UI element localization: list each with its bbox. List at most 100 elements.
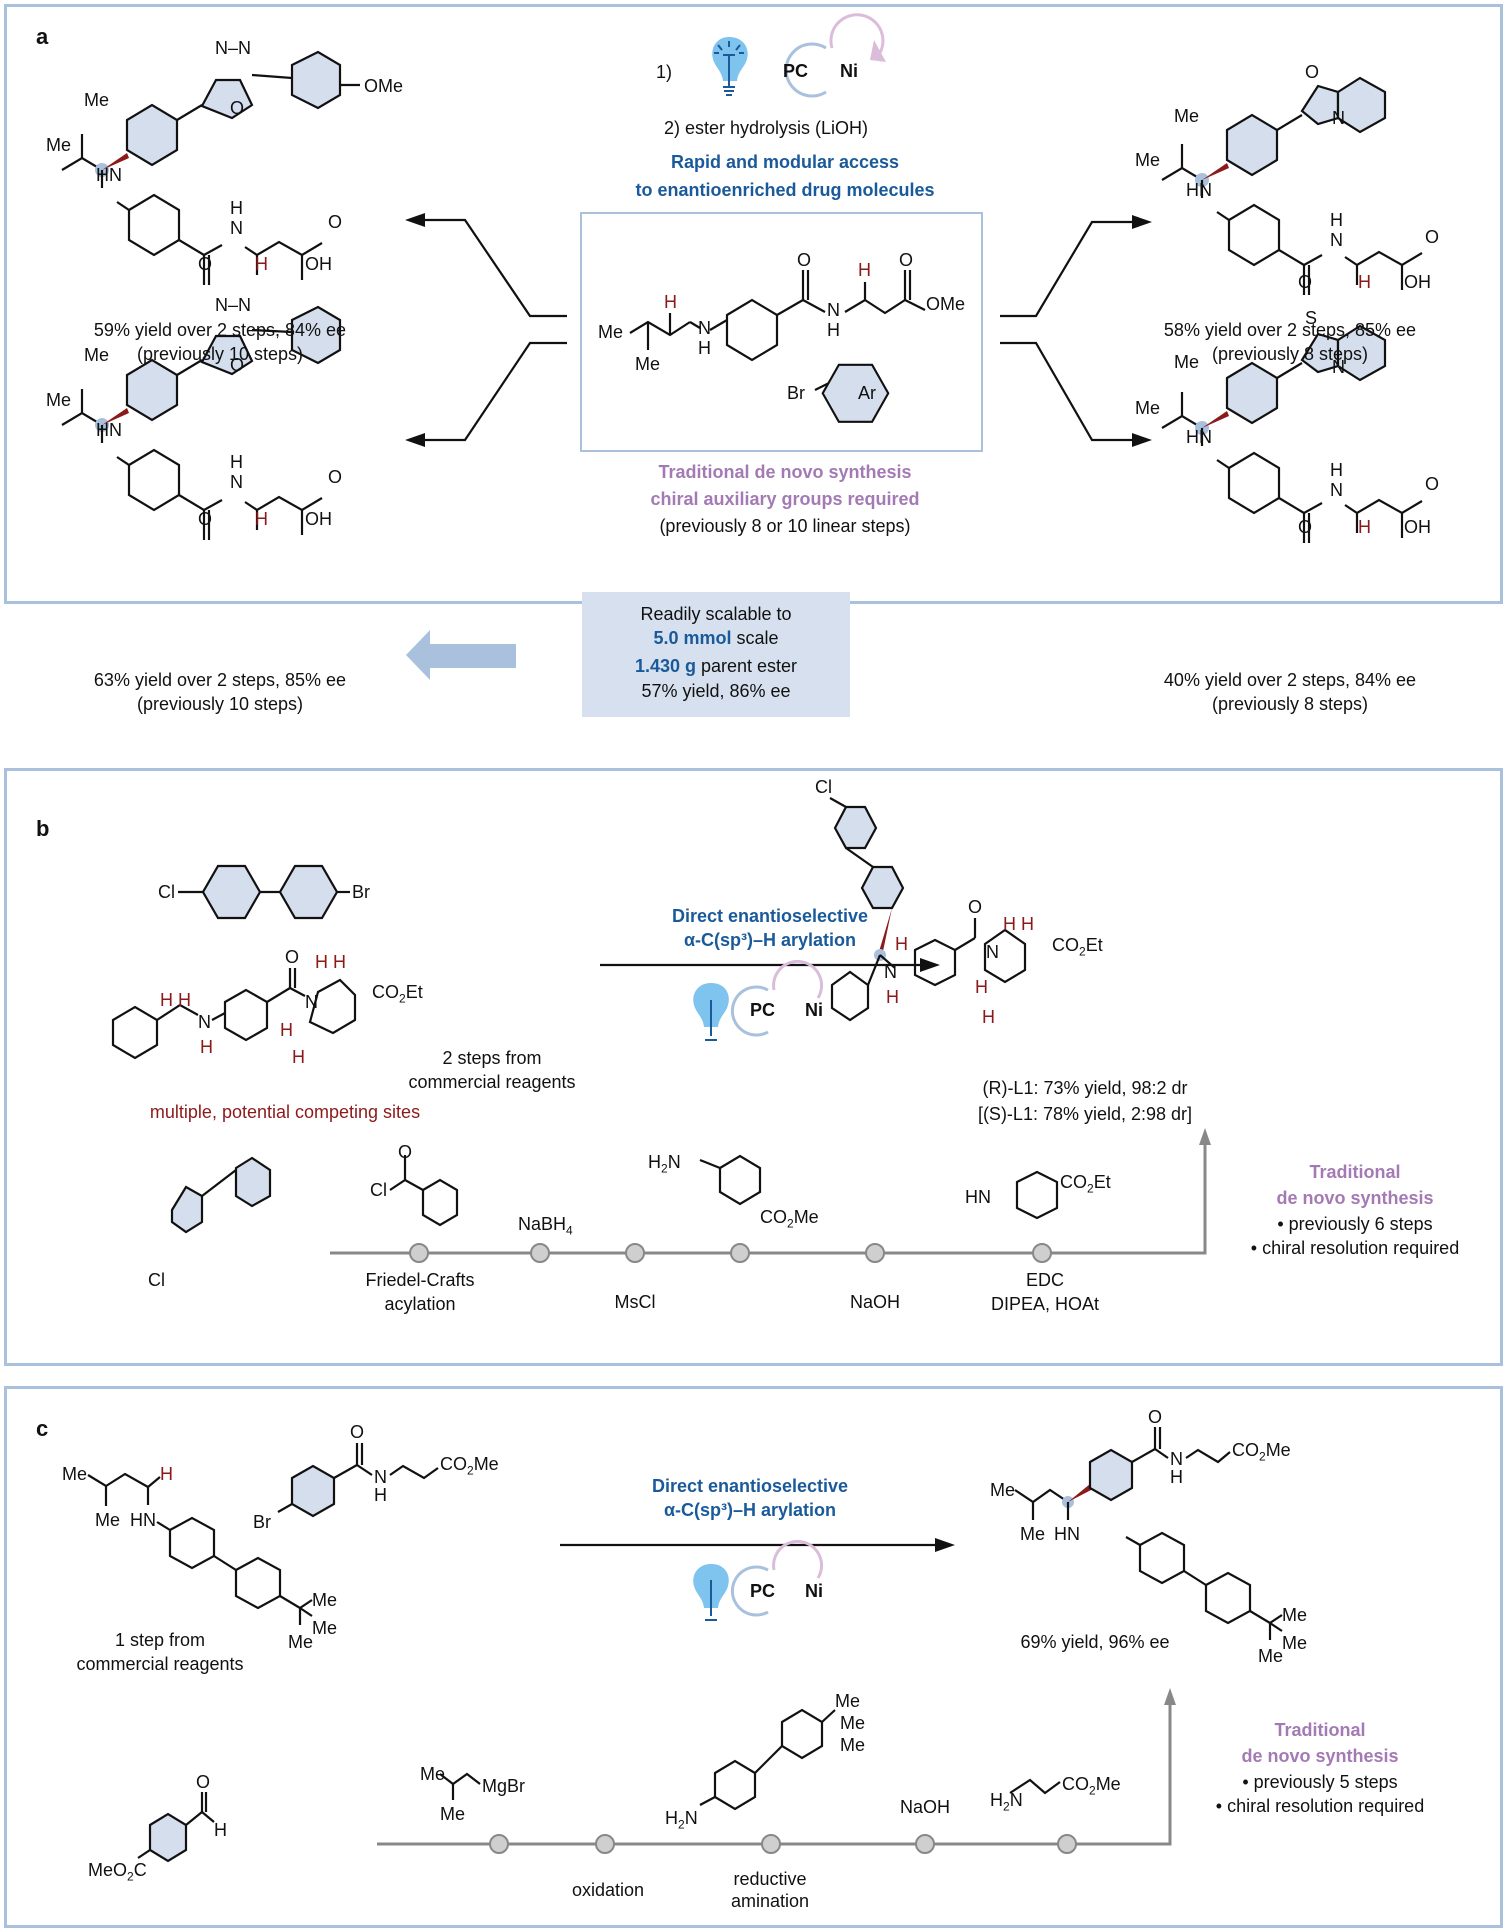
panel-b (4, 768, 1503, 1366)
p4-oh: OH (1404, 517, 1431, 537)
substrate-h-alpha: H (664, 292, 677, 312)
panel-b-label: b (36, 816, 50, 841)
b-o: O (285, 947, 300, 967)
p2-o2: O (198, 509, 213, 529)
substrate-o-2: O (899, 250, 914, 270)
product-2-yield: 63% yield over 2 steps, 85% ee (93, 670, 347, 690)
b-h-4: H (280, 1020, 293, 1040)
b-result-2: [(S)-L1: 78% yield, 2:98 dr] (977, 1104, 1193, 1124)
p3-oh: OH (1404, 272, 1431, 292)
p1-o: O (230, 98, 245, 118)
p3-me: Me (1174, 106, 1200, 126)
aryl-bromide-br: Br (787, 383, 805, 403)
bp-h2: H (886, 987, 899, 1007)
bp-h: H (895, 934, 908, 954)
traditional-line-2: chiral auxiliary groups required (650, 489, 920, 509)
bp-cl: Cl (815, 777, 832, 797)
p4-me2: Me (1135, 398, 1161, 418)
b-arrow-label-2: α-C(sp³)–H arylation (683, 930, 857, 950)
bp-hh: H H (1003, 914, 1034, 934)
p3-o: O (1305, 62, 1320, 82)
pc-label: PC (783, 61, 809, 81)
p3-o3: O (1425, 227, 1440, 247)
b-trad-bullet-2: • chiral resolution required (1250, 1238, 1460, 1258)
scale-mmol-rest: scale (731, 628, 779, 648)
c-trad-1: Traditional (1274, 1720, 1366, 1740)
b-n: N (305, 992, 318, 1012)
b-hn-pip: HN (965, 1187, 991, 1207)
c-co2me-2: CO2Me (1062, 1774, 1121, 1798)
substrate-box (580, 212, 983, 452)
b-hh-3: H H (315, 952, 346, 972)
c-me-4: Me (312, 1618, 338, 1638)
c-tbu-me: Me Me Me (835, 1691, 866, 1755)
cp-hn: HN (1054, 1524, 1080, 1544)
p1-oh: OH (305, 254, 332, 274)
p4-o2: O (1298, 517, 1313, 537)
scale-line-2: 5.0 mmol scale (582, 626, 850, 650)
c-grignard-me: Me (420, 1764, 446, 1784)
b-step-mscl: MsCl (614, 1292, 656, 1312)
c-trad-2: de novo synthesis (1241, 1746, 1399, 1766)
b-h-5: H (292, 1047, 305, 1067)
b-hh-1: H H (160, 990, 191, 1010)
b-cl-3: Cl (370, 1180, 387, 1200)
scale-grams: 1.430 g (634, 656, 696, 676)
c-mgbr: MgBr (482, 1776, 526, 1796)
p4-me: Me (1174, 352, 1200, 372)
ni-label: Ni (840, 61, 858, 81)
c-step-oxidation: oxidation (571, 1880, 645, 1900)
p3-n: N (1332, 108, 1345, 128)
b-note-2: commercial reagents (408, 1072, 576, 1092)
scale-line-3: 1.430 g parent ester (582, 654, 850, 678)
b-h2n: H2N (648, 1152, 681, 1176)
p3-h: H (1358, 272, 1371, 292)
substrate-me-2: Me (635, 354, 661, 374)
scale-arrow-icon (406, 630, 516, 680)
c-me-3: Me (312, 1590, 338, 1610)
c-ald-o: O (196, 1772, 211, 1792)
headline-line-1: Rapid and modular access (670, 152, 900, 172)
headline-line-2: to enantioenriched drug molecules (635, 180, 935, 200)
scale-line-1: Readily scalable to (640, 604, 792, 624)
p3-me2: Me (1135, 150, 1161, 170)
b-trad-bullet-1: • previously 6 steps (1277, 1214, 1433, 1234)
b-br: Br (352, 882, 370, 902)
cp-me-3: Me (1282, 1605, 1308, 1625)
p2-me2: Me (46, 390, 72, 410)
scale-box (582, 592, 850, 717)
c-hn: HN (130, 1510, 156, 1530)
b-step-naoh: NaOH (849, 1292, 900, 1312)
p2-atoms: N–N (215, 295, 252, 315)
b-nh: N (198, 1012, 211, 1032)
step2-label: 2) ester hydrolysis (LiOH) (664, 118, 869, 138)
b-cl-4: Cl (148, 1270, 165, 1290)
c-note-2: commercial reagents (76, 1654, 244, 1674)
c-me-2: Me (95, 1510, 121, 1530)
cp-o: O (1148, 1407, 1163, 1427)
c-arrow-label-1: Direct enantioselective (651, 1476, 849, 1496)
p1-atoms: N–N (215, 38, 252, 58)
b-nabh4: NaBH4 (518, 1214, 573, 1238)
c-h2n: H2N (665, 1808, 698, 1832)
bp-co2et: CO2Et (1052, 935, 1103, 959)
panel-c (4, 1386, 1503, 1928)
substrate-h-beta: H (858, 260, 871, 280)
scale-grams-rest: parent ester (695, 656, 798, 676)
c-me-1: Me (62, 1464, 88, 1484)
product-2-previous: (previously 10 steps) (136, 694, 304, 714)
bp-h3: H (975, 977, 988, 997)
substrate-o-1: O (797, 250, 812, 270)
b-h-2: H (200, 1037, 213, 1057)
bp-o: O (968, 897, 983, 917)
p1-hn: HN (96, 165, 122, 185)
c-pc-label: PC (750, 1581, 776, 1601)
b-pc-label: PC (750, 1000, 776, 1020)
p4-s: S (1305, 308, 1318, 328)
b-arrow-label-1: Direct enantioselective (671, 906, 869, 926)
c-grignard-me2: Me (440, 1804, 466, 1824)
